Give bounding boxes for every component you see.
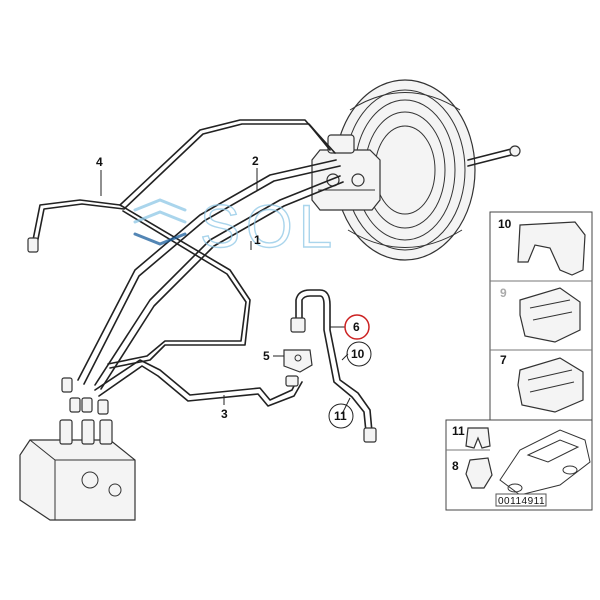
car-silhouette — [499, 429, 591, 496]
callouts: 4 2 1 3 5 6 10 11 — [96, 154, 372, 429]
panel-item-8-number: 8 — [452, 459, 459, 473]
hose-bracket — [283, 349, 313, 387]
doc-number: 00114911 — [498, 496, 545, 507]
callout-11: 11 — [334, 409, 347, 423]
callout-10-circle — [346, 341, 372, 367]
callout-6: 6 — [353, 320, 360, 334]
panel-item-11-clip — [465, 427, 491, 449]
brake-lines — [27, 119, 344, 415]
panel-item-8-clip — [465, 457, 493, 489]
panel-item-10-clip — [517, 221, 586, 276]
callout-4: 4 — [96, 155, 103, 169]
watermark-bar-mid — [133, 210, 187, 224]
panel-item-10-number: 10 — [498, 217, 512, 231]
callout-11-circle — [328, 403, 354, 429]
watermark: SOL — [133, 192, 338, 261]
watermark-bar-bottom — [133, 232, 187, 246]
watermark-text: SOL — [200, 193, 338, 260]
callout-2: 2 — [252, 154, 259, 168]
callout-3: 3 — [221, 407, 228, 421]
callout-1: 1 — [254, 233, 261, 247]
panel-item-7-number: 7 — [500, 353, 507, 367]
master-cylinder — [311, 134, 381, 211]
watermark-bar-top — [133, 198, 187, 212]
callout-5: 5 — [263, 349, 270, 363]
callout-10: 10 — [351, 347, 365, 361]
brake-booster — [334, 79, 521, 261]
callout-6-highlight-circle — [344, 314, 370, 340]
parts-panel: 10 9 7 11 8 00114911 — [445, 211, 593, 511]
panel-item-9-number: 9 — [500, 286, 507, 300]
panel-item-11-number: 11 — [452, 424, 465, 438]
brake-hose — [290, 289, 377, 443]
doc-number-box — [495, 493, 547, 507]
abs-unit — [19, 419, 136, 521]
